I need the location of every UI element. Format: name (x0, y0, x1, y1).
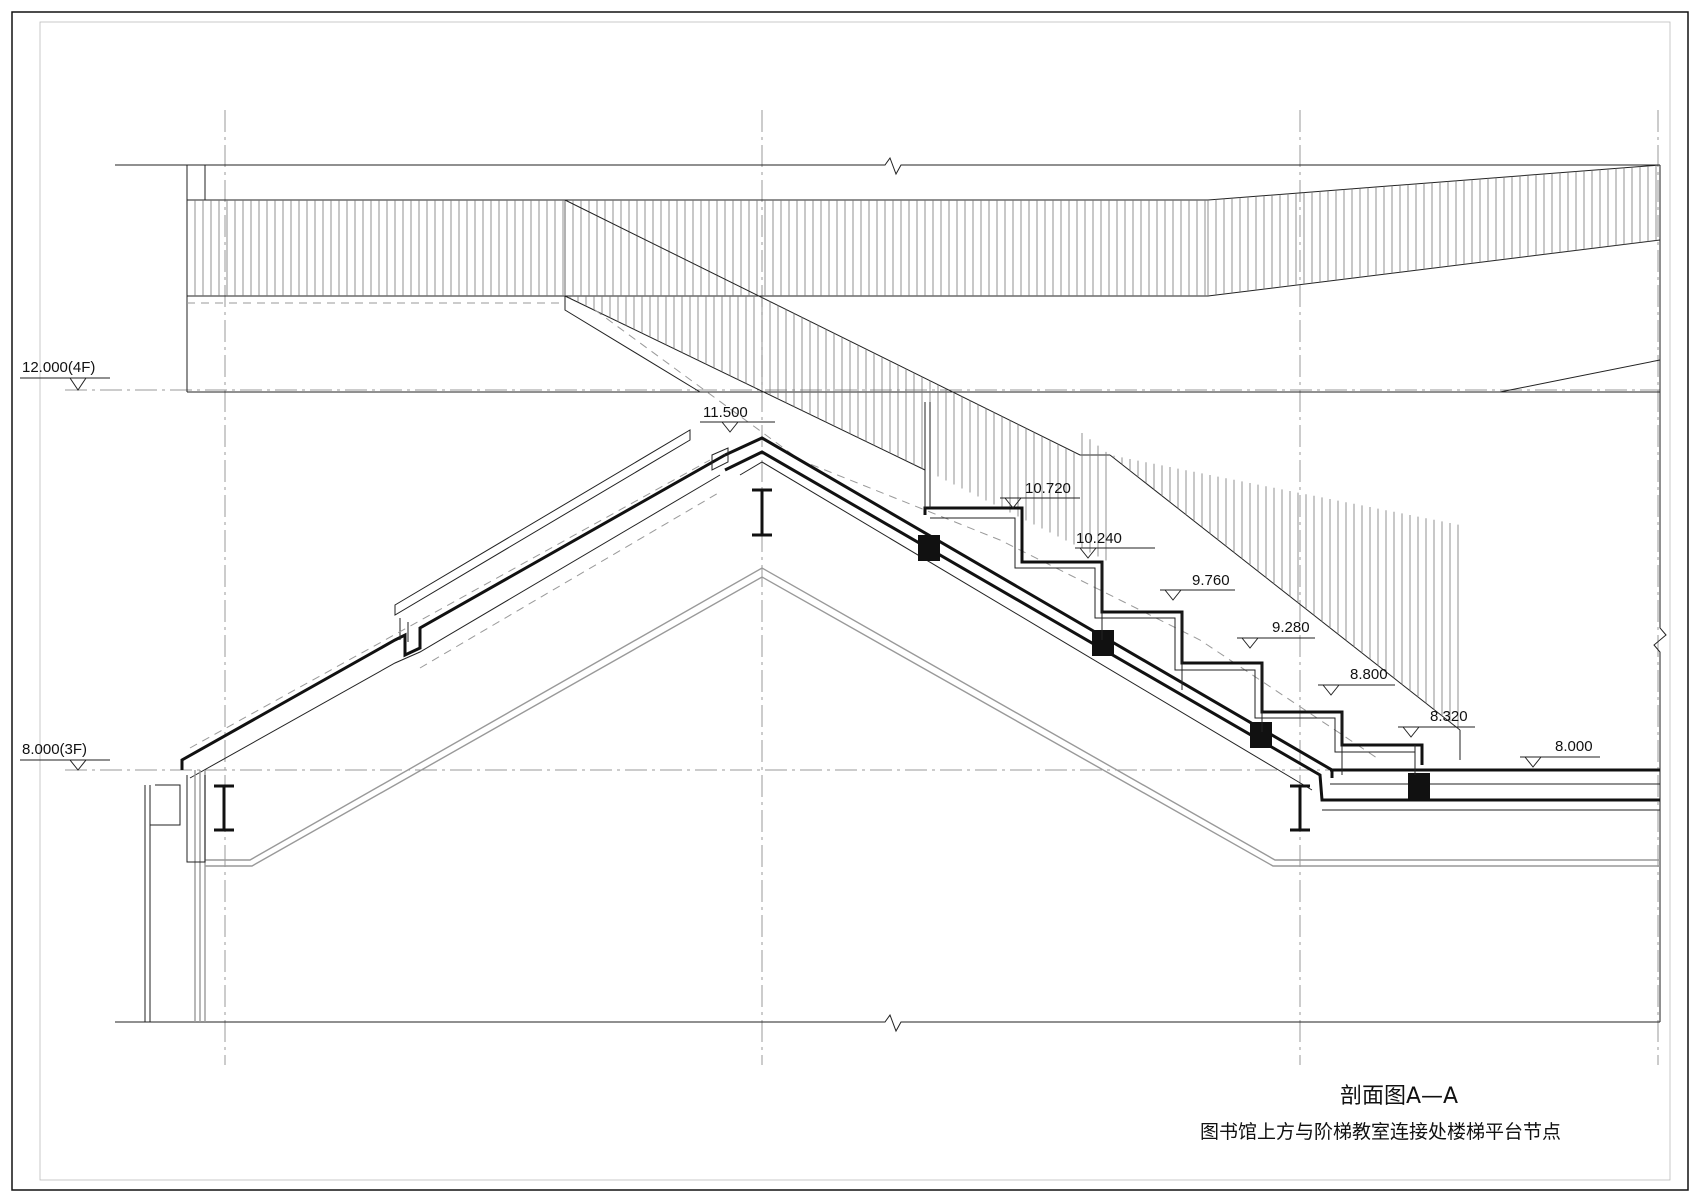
ceiling-profile (194, 567, 1660, 1022)
axis-grid (65, 110, 1660, 1065)
stair-support-block-2 (1092, 630, 1114, 656)
stair-support-block-1 (918, 535, 940, 561)
level-markers: 12.000(4F) 8.000(3F) (20, 359, 110, 771)
stair-support-block-4 (1408, 773, 1430, 799)
elev-10720: 10.720 (1025, 480, 1071, 497)
inner-frame (39, 21, 1671, 1181)
elev-8320: 8.320 (1430, 708, 1468, 725)
elev-10240: 10.240 (1076, 530, 1122, 547)
elev-8800: 8.800 (1350, 666, 1388, 683)
elev-8000: 8.000 (1555, 738, 1593, 755)
stair-flight-upper (564, 199, 1461, 761)
level-3f-label: 8.000(3F) (22, 741, 87, 758)
cut-lines (115, 156, 1667, 1033)
upper-structure (186, 164, 1661, 393)
section-caption: 图书馆上方与阶梯教室连接处楼梯平台节点 (1200, 1121, 1561, 1143)
left-wall (144, 775, 206, 1022)
steel-beams (214, 488, 1310, 832)
stair-support-block-3 (1250, 722, 1272, 748)
elevation-markers: 11.500 10.720 10.240 9.760 9.280 8.800 8… (700, 404, 1600, 768)
elev-9280: 9.280 (1272, 619, 1310, 636)
steel-stair (918, 402, 1430, 799)
title-block: 剖面图A—A 图书馆上方与阶梯教室连接处楼梯平台节点 (1200, 1084, 1561, 1143)
elev-11500: 11.500 (703, 404, 748, 421)
sheet-border (11, 11, 1689, 1191)
pitched-roof (180, 429, 1660, 811)
section-title: 剖面图A—A (1340, 1084, 1458, 1109)
level-4f-label: 12.000(4F) (22, 359, 95, 376)
elev-9760: 9.760 (1192, 572, 1230, 589)
